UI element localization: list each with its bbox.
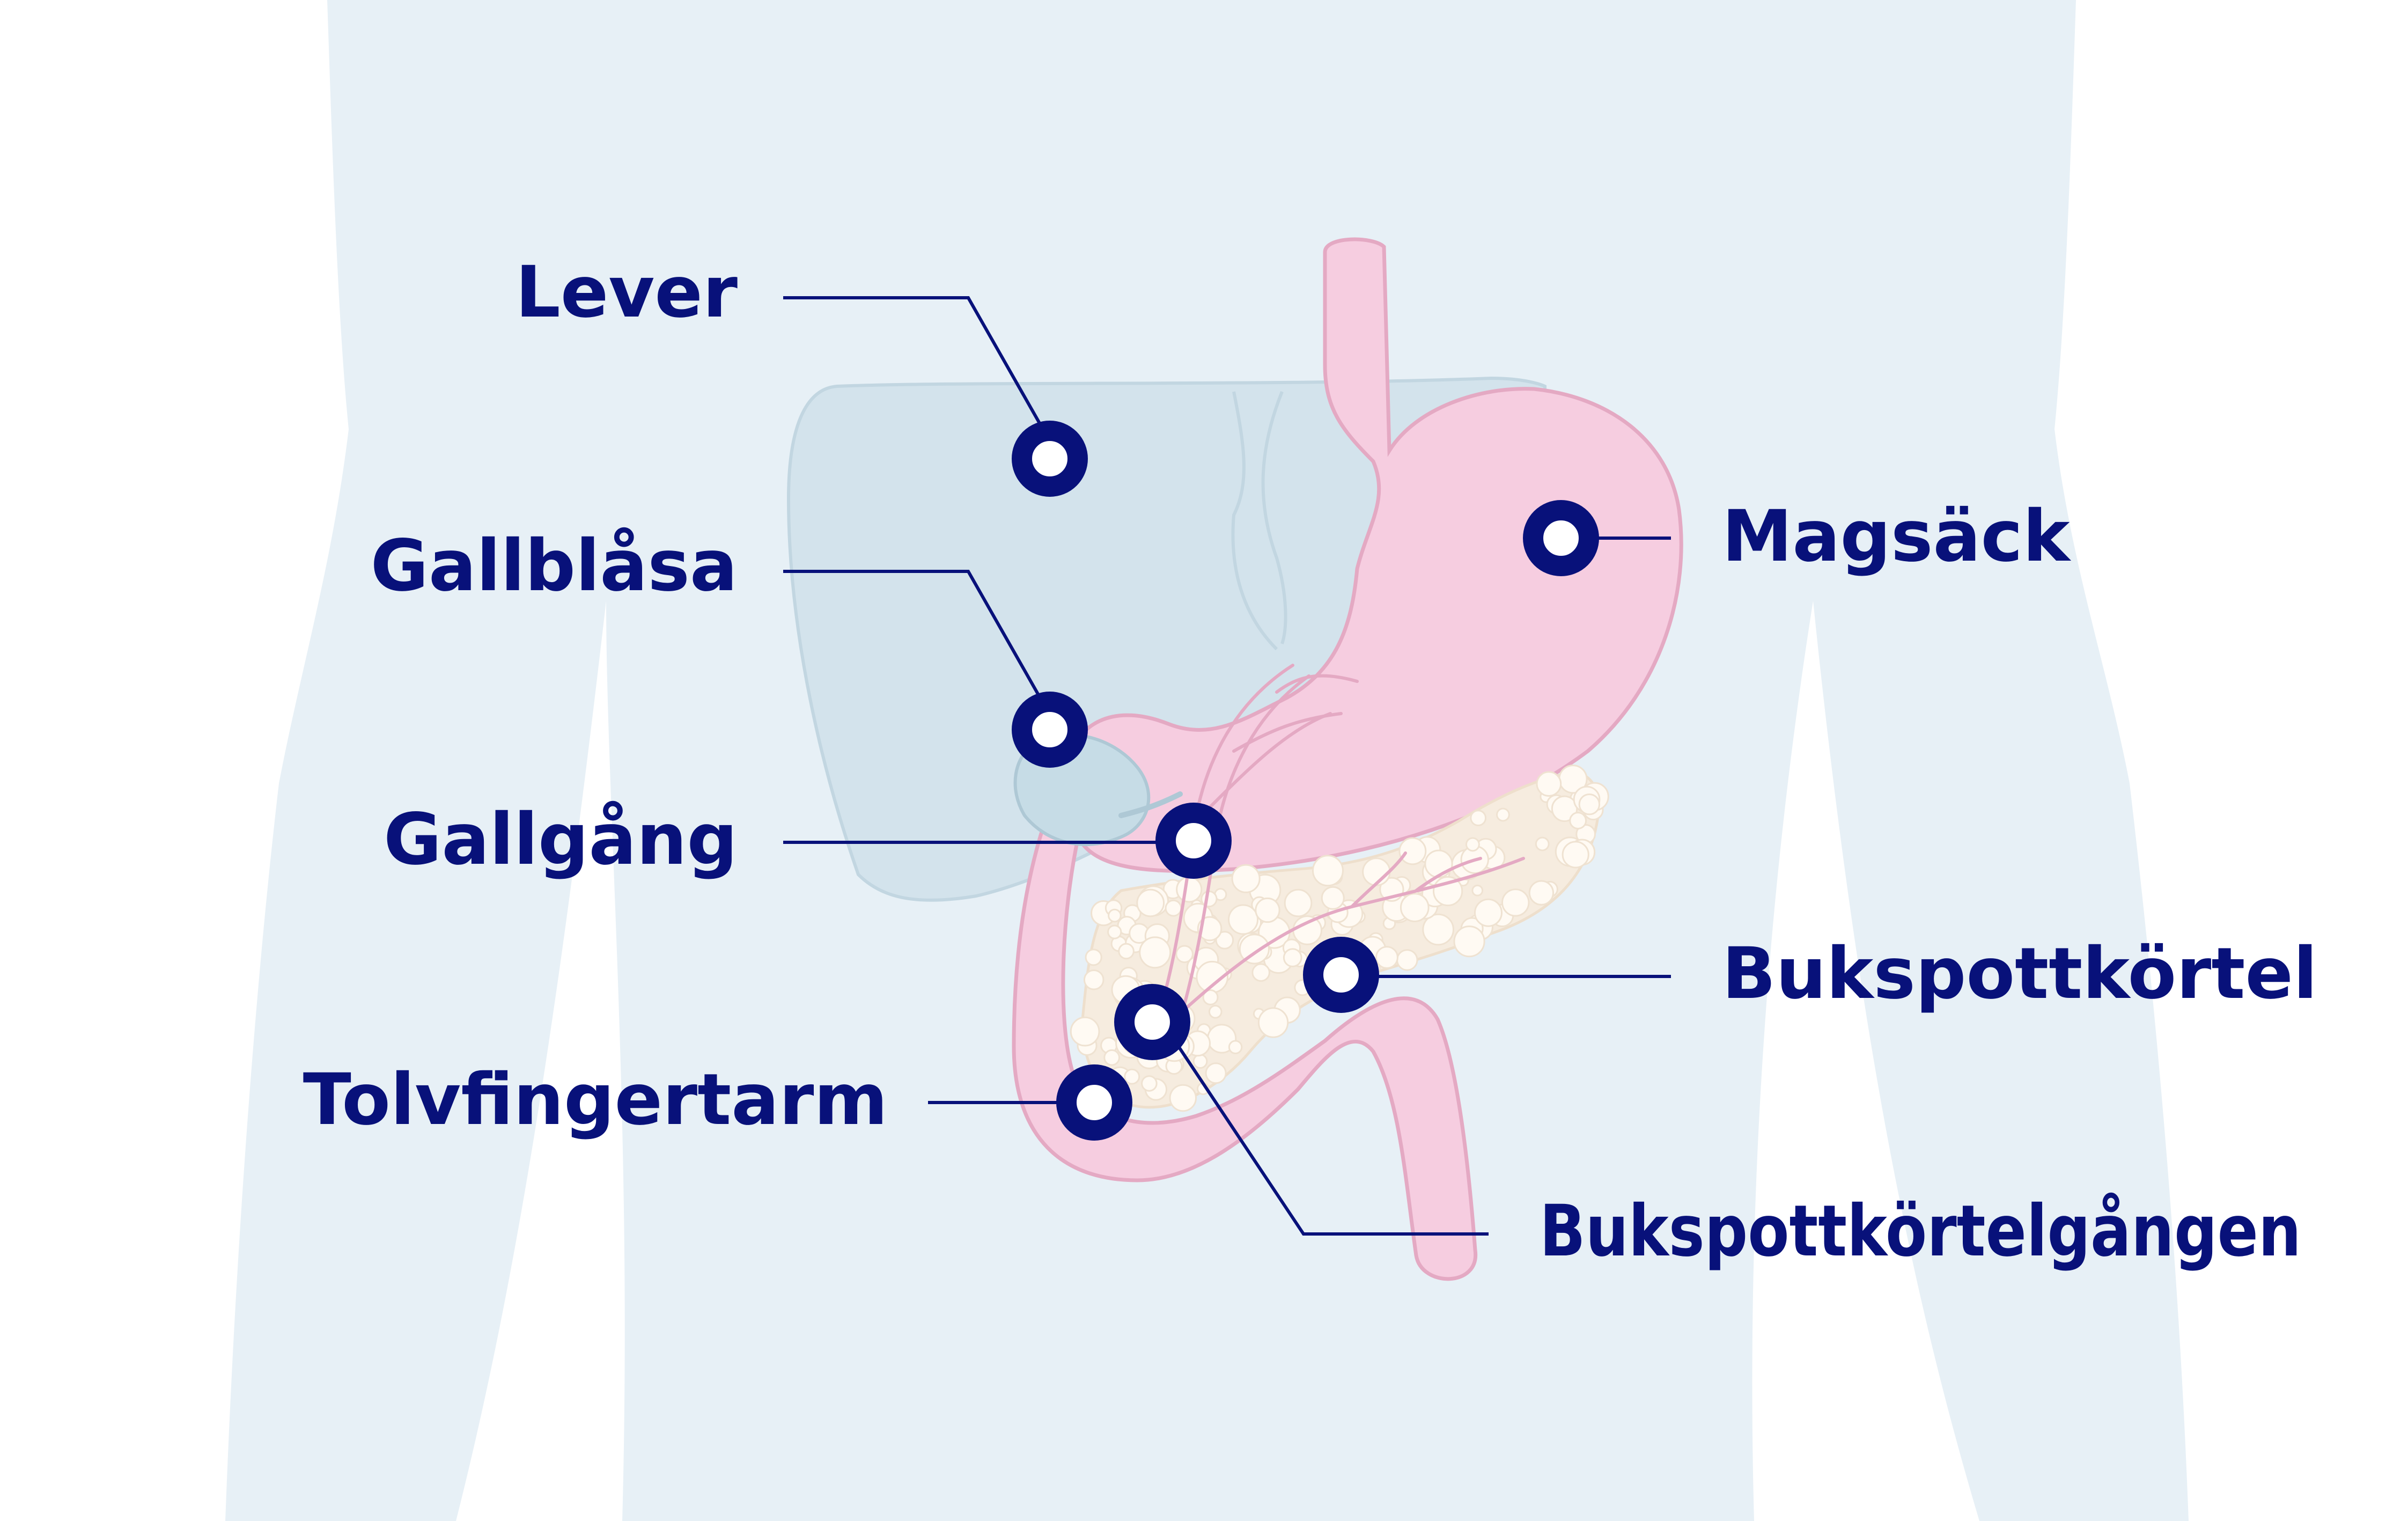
pancreas-lobule bbox=[1536, 771, 1562, 797]
pancreas-lobule bbox=[1362, 857, 1391, 886]
label-bile-duct: Gallgång bbox=[384, 798, 738, 881]
pancreas-lobule bbox=[1283, 948, 1302, 967]
pancreas-lobule bbox=[1208, 1004, 1223, 1019]
pancreas-lobule bbox=[1231, 864, 1261, 893]
pancreas-lobule bbox=[1312, 855, 1344, 887]
blood-vessel bbox=[1275, 674, 1359, 694]
pancreas-lobule bbox=[1470, 810, 1487, 826]
stomach bbox=[1012, 237, 1683, 1281]
pancreas-lobule bbox=[1136, 888, 1165, 917]
pancreas-lobule bbox=[1165, 899, 1182, 917]
pancreas-lobule bbox=[1141, 1075, 1158, 1092]
pancreas-lobule bbox=[1228, 904, 1259, 935]
pancreas-lobule bbox=[1202, 989, 1219, 1005]
pancreas-lobule bbox=[1257, 1007, 1289, 1038]
pancreas-lobule bbox=[1139, 936, 1172, 969]
pancreas-lobule bbox=[1103, 1049, 1121, 1066]
ring-marker-icon[interactable] bbox=[1114, 984, 1190, 1060]
leader-lines bbox=[783, 296, 1671, 1236]
pancreas-lobule bbox=[1251, 963, 1270, 982]
leader-line-liver bbox=[783, 296, 1048, 436]
ring-marker-icon[interactable] bbox=[1012, 692, 1088, 768]
ring-marker-icon[interactable] bbox=[1303, 937, 1379, 1013]
pancreas-lobule bbox=[1321, 886, 1345, 910]
pancreas-lobule bbox=[1375, 946, 1398, 969]
label-pancreas: Bukspottkörtel bbox=[1722, 932, 2317, 1015]
pancreas-lobule bbox=[1501, 888, 1530, 917]
leader-line-gallbladder bbox=[783, 570, 1048, 709]
pancreas-lobule bbox=[1422, 913, 1454, 946]
gallbladder-neck bbox=[1118, 791, 1183, 818]
ring-marker-icon[interactable] bbox=[1155, 803, 1232, 879]
pancreas-lobule bbox=[1471, 884, 1484, 897]
pancreas-lobule bbox=[1578, 793, 1601, 815]
pancreas-lobule bbox=[1215, 931, 1234, 950]
ring-marker-icon[interactable] bbox=[1056, 1064, 1132, 1141]
pancreas-lobule bbox=[1284, 888, 1313, 917]
stomach-shape bbox=[1012, 237, 1683, 1281]
pancreas-lobule bbox=[1528, 880, 1555, 906]
pancreatic-duct bbox=[1415, 857, 1482, 892]
blood-vessel bbox=[1205, 712, 1332, 812]
pancreas-lobule bbox=[1107, 924, 1122, 939]
pancreas-lobule bbox=[1474, 898, 1503, 927]
pancreas-lobule bbox=[1453, 925, 1485, 958]
pancreas-lobule bbox=[1562, 841, 1589, 869]
ring-marker-icon[interactable] bbox=[1523, 500, 1599, 576]
liver-lobe-line bbox=[1231, 391, 1278, 651]
pancreas-lobule bbox=[1205, 1062, 1227, 1084]
label-gallbladder: Gallblåsa bbox=[371, 525, 738, 607]
pancreas-lobule bbox=[1424, 849, 1453, 878]
pancreas-lobule bbox=[1176, 876, 1203, 903]
pancreas-lobule bbox=[1108, 908, 1122, 923]
pancreas-lobule bbox=[1398, 837, 1427, 865]
pancreas-lobule bbox=[1239, 934, 1270, 965]
label-liver: Lever bbox=[516, 251, 738, 334]
blood-vessel bbox=[1232, 712, 1343, 753]
pancreas-lobule bbox=[1496, 807, 1510, 822]
label-duodenum: Tolvfingertarm bbox=[303, 1059, 888, 1141]
pancreas-lobule bbox=[1124, 1068, 1140, 1085]
pancreas-lobule bbox=[1085, 949, 1102, 966]
pancreas-lobule bbox=[1255, 897, 1280, 923]
pancreas-lobule bbox=[1118, 943, 1135, 960]
pancreas-lobule bbox=[1292, 915, 1322, 945]
pancreas-lobule bbox=[1400, 893, 1430, 922]
markers bbox=[1012, 421, 1599, 1141]
pancreas-lobule bbox=[1535, 836, 1550, 851]
pancreas-lobule bbox=[1192, 1054, 1208, 1069]
pancreas-lobule bbox=[1070, 1016, 1100, 1047]
liver-lobe-line bbox=[1261, 391, 1287, 644]
pancreatic-duct bbox=[1350, 851, 1407, 908]
pancreas-lobule bbox=[1228, 1040, 1243, 1054]
pancreas-lobule bbox=[1169, 1084, 1197, 1112]
ring-marker-icon[interactable] bbox=[1012, 421, 1088, 497]
leader-line-pancreatic-duct bbox=[1168, 1032, 1489, 1236]
label-stomach: Magsäck bbox=[1722, 495, 2072, 578]
pancreas-lobule bbox=[1569, 812, 1587, 829]
pancreas-lobule bbox=[1083, 969, 1104, 990]
label-pancreatic-duct: Bukspottkörtelgången bbox=[1540, 1190, 2301, 1273]
pancreas-lobule bbox=[1175, 945, 1194, 964]
pancreas-lobule bbox=[1396, 949, 1418, 971]
pancreas-lobule bbox=[1465, 837, 1480, 852]
